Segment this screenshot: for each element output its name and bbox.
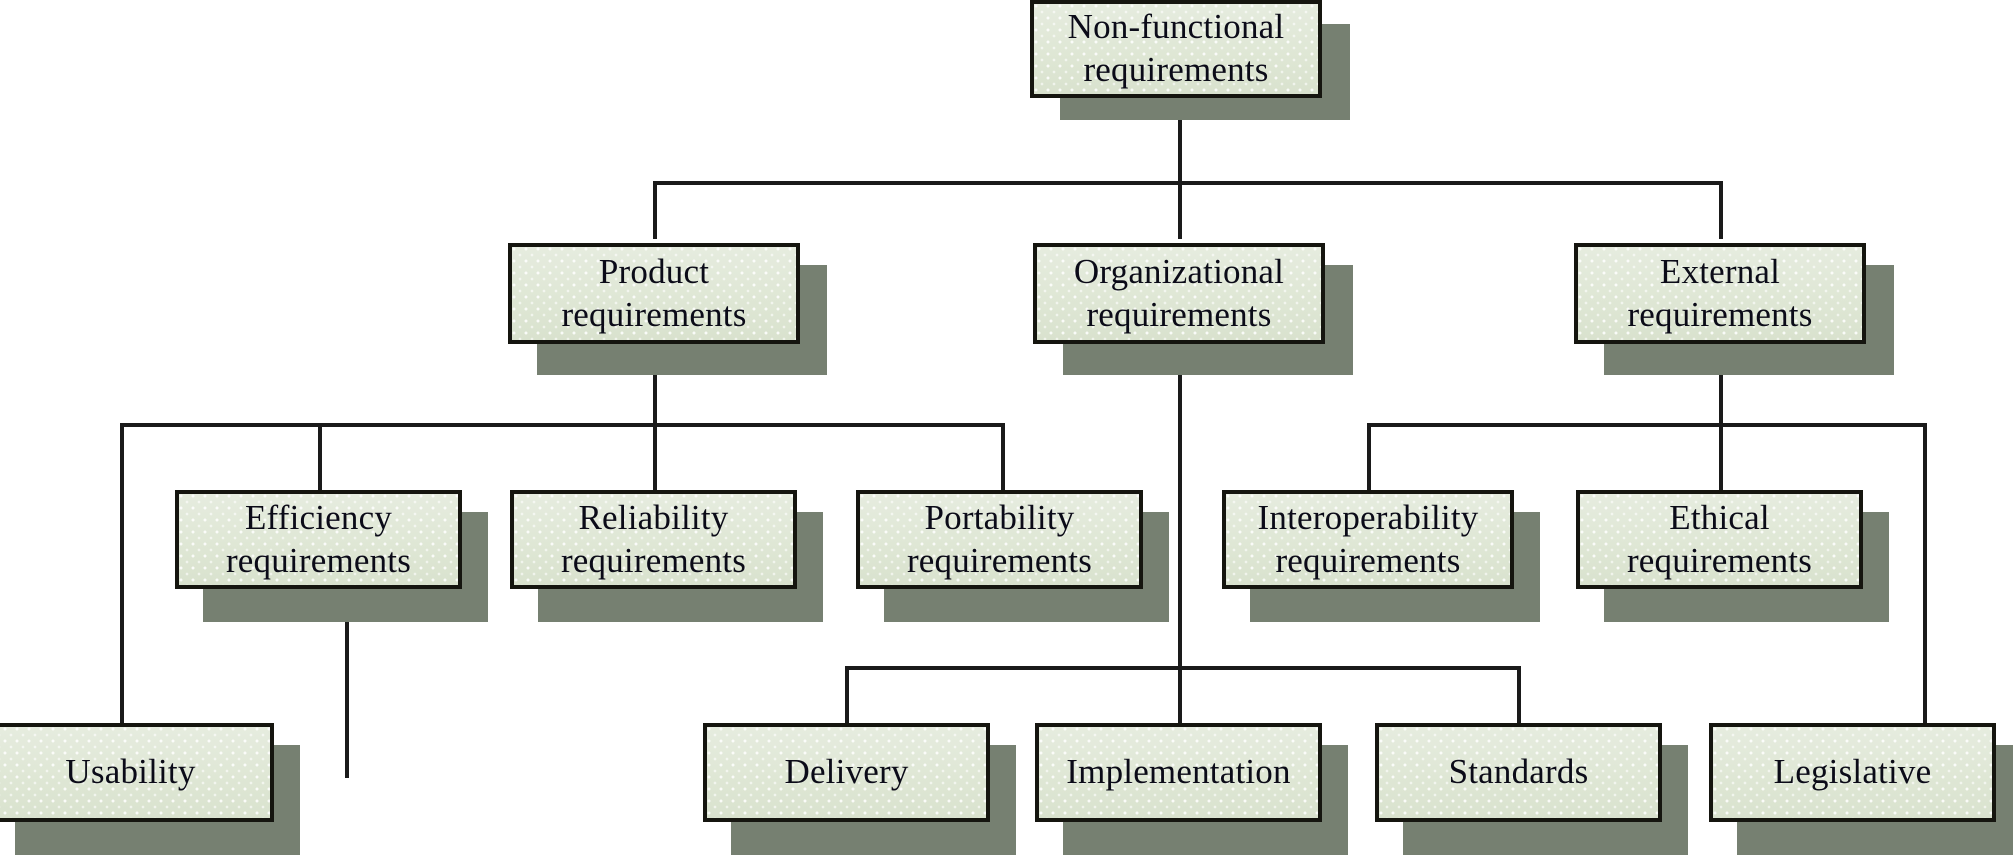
node-ethical-requirements[interactable]: Ethical requirements	[1576, 490, 1863, 589]
node-interoperability-requirements[interactable]: Interoperability requirements	[1222, 490, 1514, 589]
edge-bus-level1	[653, 181, 1723, 185]
edge-org-drop-standards	[1517, 666, 1521, 723]
edge-bus-product	[120, 423, 1005, 427]
node-label-line2: requirements	[225, 540, 412, 580]
edge-product-down	[653, 340, 657, 426]
node-label-line2: requirements	[560, 540, 747, 580]
node-efficiency-requirements[interactable]: Efficiency requirements	[175, 490, 462, 589]
node-legislative[interactable]: Legislative	[1709, 723, 1996, 822]
node-portability-requirements[interactable]: Portability requirements	[856, 490, 1143, 589]
edge-bus-level1-right-drop	[1719, 181, 1723, 239]
node-label-line1: Legislative	[1773, 752, 1932, 792]
node-non-functional-requirements[interactable]: Non-functional requirements	[1030, 0, 1322, 98]
node-label-line1: Organizational	[1073, 251, 1285, 291]
node-label-line1: Standards	[1448, 752, 1589, 792]
node-label-line2: requirements	[906, 540, 1093, 580]
edge-product-drop-efficiency	[318, 423, 322, 491]
node-organizational-requirements[interactable]: Organizational requirements	[1033, 243, 1325, 344]
node-label-line1: Interoperability	[1257, 497, 1479, 537]
edge-product-drop-reliability	[653, 423, 657, 491]
edge-bus-level1-left-drop	[653, 181, 657, 239]
node-label-line2: requirements	[1083, 50, 1269, 89]
node-reliability-requirements[interactable]: Reliability requirements	[510, 490, 797, 589]
edge-bus-organizational	[845, 666, 1521, 670]
node-label-line1: Ethical	[1669, 497, 1770, 537]
node-label-line1: Efficiency	[244, 497, 393, 537]
node-label-line1: Product	[598, 251, 710, 291]
node-label-line1: Portability	[924, 497, 1075, 537]
edge-external-down	[1719, 340, 1723, 426]
node-usability[interactable]: Usability	[0, 723, 274, 822]
node-label-line2: requirements	[1626, 540, 1813, 580]
edge-bus-external	[1367, 423, 1927, 427]
node-label-line1: Reliability	[578, 497, 729, 537]
edge-product-drop-portability	[1001, 423, 1005, 491]
node-label-line2: requirements	[1275, 540, 1461, 580]
node-label-line1: Delivery	[784, 752, 909, 792]
edge-bus-level1-mid-drop	[1178, 181, 1182, 239]
edge-nfr-down	[1178, 94, 1182, 184]
node-external-requirements[interactable]: External requirements	[1574, 243, 1866, 344]
node-label-line1: Non-functional	[1067, 7, 1285, 47]
node-standards[interactable]: Standards	[1375, 723, 1662, 822]
edge-efficiency-down	[345, 588, 349, 778]
node-implementation[interactable]: Implementation	[1035, 723, 1322, 822]
node-label-line1: Usability	[65, 752, 196, 792]
edge-organizational-spine	[1178, 340, 1182, 723]
node-label-line2: requirements	[1086, 294, 1272, 334]
edge-external-drop-legislative	[1923, 423, 1927, 723]
edge-external-drop-ethical	[1719, 423, 1723, 491]
node-delivery[interactable]: Delivery	[703, 723, 990, 822]
edge-org-drop-delivery	[845, 666, 849, 723]
node-label-line1: Implementation	[1066, 752, 1291, 792]
node-product-requirements[interactable]: Product requirements	[508, 243, 800, 344]
node-label-line2: requirements	[1627, 294, 1813, 334]
node-label-line1: External	[1659, 251, 1781, 291]
edge-product-drop-usability	[120, 423, 124, 723]
edge-external-drop-interop	[1367, 423, 1371, 491]
node-label-line2: requirements	[561, 294, 747, 334]
